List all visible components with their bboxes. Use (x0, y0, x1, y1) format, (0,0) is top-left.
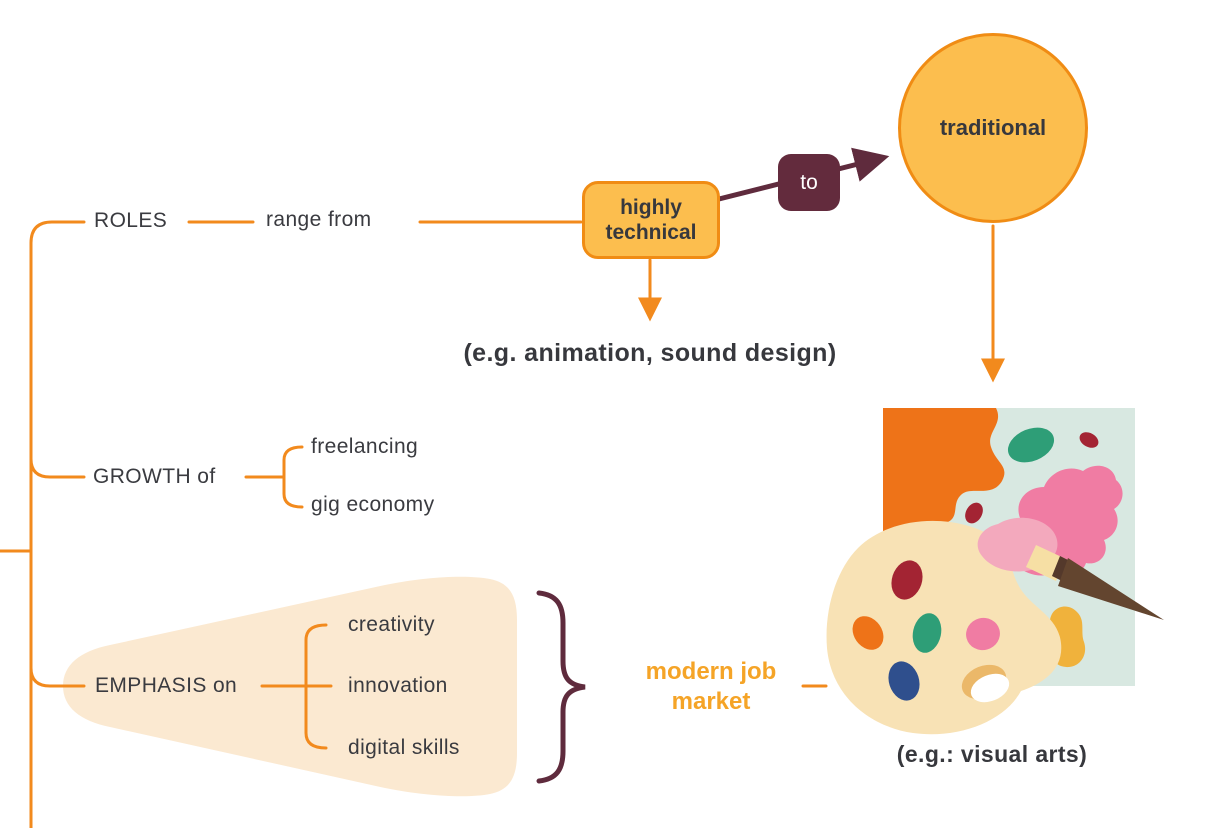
emphasis-branch-line (29, 666, 86, 688)
animation-example-text: (e.g. animation, sound design) (463, 339, 837, 367)
palette-dab-blue (888, 661, 920, 701)
palette-dab-orange (852, 616, 884, 650)
palette-dab-red (891, 560, 923, 600)
palette-dab-green (912, 613, 942, 653)
curly-brace (536, 590, 586, 784)
emphasis-fork (304, 623, 333, 750)
growth-item-freelancing: freelancing (311, 435, 419, 458)
red-paint-dot-mid (965, 502, 983, 524)
growth-label: GROWTH of (93, 465, 216, 488)
emphasis-item-digital-skills: digital skills (348, 736, 460, 759)
green-paint-blob (1007, 427, 1055, 463)
palette-thumb-hole (970, 673, 1010, 703)
emphasis-item-creativity: creativity (348, 613, 435, 636)
emphasis-label: EMPHASIS on (95, 674, 238, 697)
highly-technical-node: highly technical (582, 181, 720, 259)
growth-fork (282, 445, 304, 509)
red-paint-dot-top (1079, 432, 1099, 448)
traditional-node: traditional (898, 33, 1088, 223)
growth-branch-line (29, 457, 86, 479)
palette-illustration (826, 408, 1164, 735)
to-node: to (778, 154, 840, 211)
roles-label: ROLES (94, 209, 168, 232)
paintbrush-handle (1058, 558, 1164, 620)
growth-item-gig-economy: gig economy (311, 493, 435, 516)
visual-arts-example-text: (e.g.: visual arts) (896, 741, 1088, 767)
modern-job-market-label: modern job market (645, 658, 777, 715)
orange-paint-splash (883, 408, 1005, 550)
range-from-label: range from (266, 208, 372, 231)
palette-dab-pink (966, 617, 1000, 651)
spine-line (29, 220, 86, 828)
connector-lines (0, 220, 1005, 828)
emphasis-item-innovation: innovation (348, 674, 448, 697)
